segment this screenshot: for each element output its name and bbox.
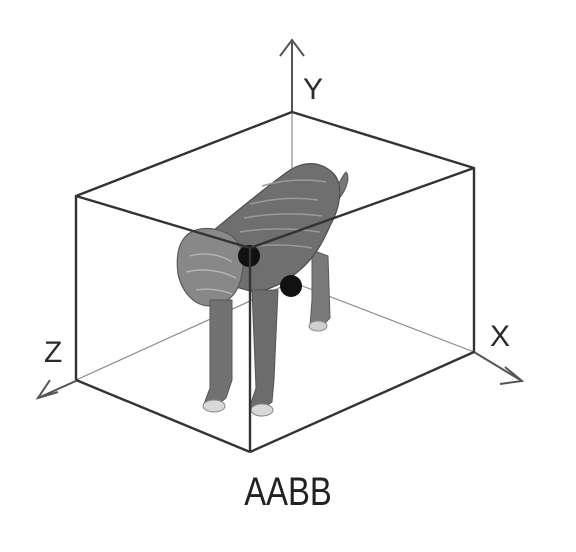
z-axis xyxy=(35,379,79,400)
dog-back-leg-right xyxy=(309,249,331,331)
bounding-box-edges xyxy=(74,110,476,454)
y-axis-label: Y xyxy=(303,73,323,106)
dog-front-leg-right xyxy=(249,289,279,413)
dog-head xyxy=(176,227,244,307)
diagram-caption: AABB xyxy=(244,470,332,514)
contact-point-lower xyxy=(280,275,302,297)
x-axis-label: X xyxy=(490,320,510,353)
x-axis xyxy=(473,351,525,385)
dog-front-leg-left xyxy=(203,299,233,409)
x-axis-arrowhead xyxy=(499,366,525,385)
dog-model-icon xyxy=(176,163,349,417)
dog-paw-right xyxy=(250,403,274,417)
dog-paw-left xyxy=(202,399,226,413)
z-axis-label: Z xyxy=(44,336,62,369)
y-axis xyxy=(279,38,305,112)
y-axis-arrowhead xyxy=(279,38,305,57)
dog-head-shading xyxy=(185,253,237,295)
dog-paw-back xyxy=(308,320,328,332)
z-axis-arrowhead xyxy=(35,379,59,400)
